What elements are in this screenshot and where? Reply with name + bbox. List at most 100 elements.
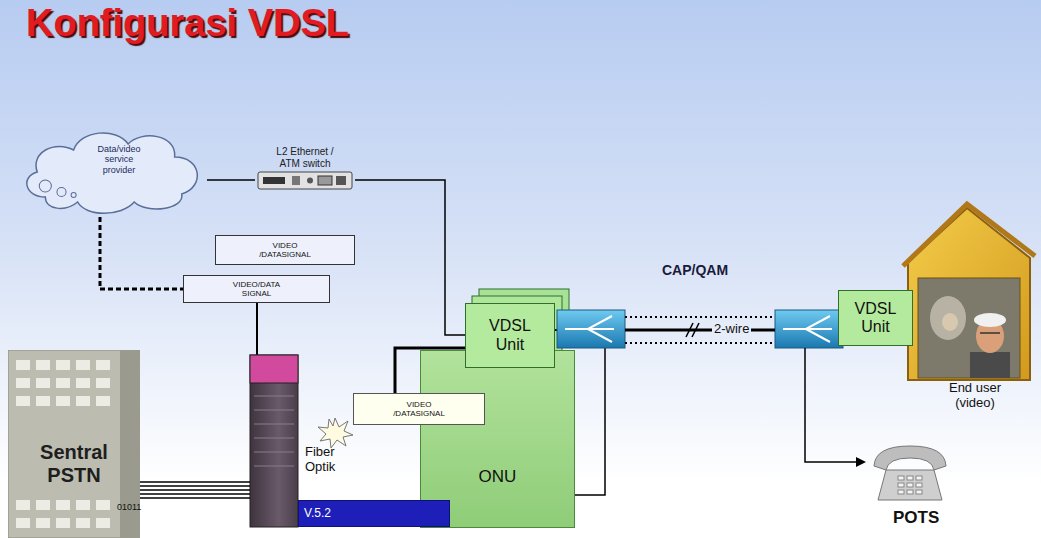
photo-figure [930,296,966,340]
building-window [76,500,90,510]
building-window [96,360,110,370]
onu-wire [575,348,605,495]
cloud-outline [27,133,198,213]
house-wall [908,208,1030,380]
node-text: VDSL Unit [850,300,902,337]
connector-line [100,217,183,289]
modulation-label: CAP/QAM [662,262,728,278]
building-window [16,360,30,370]
node-text: VDSL Unit [484,317,536,354]
data-line [140,493,250,495]
signal-wire [256,303,258,356]
link-label: Fiber Optik [305,445,357,475]
rack-slot [254,438,294,439]
building-window [96,500,110,510]
photo-figure [970,352,1010,378]
node-text: V.5.2 [304,507,331,521]
house-roof [903,204,1035,266]
spectrum-line [625,342,775,344]
data-line [140,489,250,491]
data-line [140,481,250,483]
spectrum-line [625,316,775,318]
telephone-icon [874,446,946,500]
switch-device [258,172,352,189]
cloud-bubble [39,180,51,192]
vdsl-unit-box: VDSL Unit [465,303,555,368]
splitter-symbol [557,310,625,348]
connector-line [207,179,255,181]
phone-key [898,476,904,480]
building-window [36,378,50,388]
building-window [96,396,110,406]
phone-key [916,476,922,480]
twisted-pair [625,329,775,332]
house-icon [903,204,1035,380]
node-text: ONU [479,467,517,487]
building-window [56,500,70,510]
rack-slot [254,466,294,467]
rack-equipment [250,355,298,527]
node-text: Data/video service provider [88,144,150,175]
phone-key [907,476,913,480]
rack-top [250,355,298,383]
building-window [16,518,30,528]
user-label: End user (video) [935,381,1015,411]
pots-label: POTS [893,508,939,528]
phone-key [916,490,922,494]
phone-key [907,483,913,487]
photo-figure [974,313,1006,327]
switch-port [263,177,285,184]
building-window [36,360,50,370]
building-window [16,396,30,406]
building-window [76,378,90,388]
wire-count-mark [686,323,693,337]
data-lines [140,482,250,498]
rack-body [250,355,298,527]
splitter-fork [783,316,832,342]
cloud-shape: Data/video service provider [15,122,207,217]
building-window [36,500,50,510]
photo-figure [980,332,1000,334]
switch-port [292,176,300,185]
building-window [16,500,30,510]
wire-label: 2-wire [712,322,751,337]
fiber-burst [318,418,353,448]
vdsl-unit-box: VDSL Unit [838,290,913,346]
building-window [56,518,70,528]
building-window [96,518,110,528]
phone-key [907,490,913,494]
switch-box: L2 Ethernet / ATM switch [255,145,355,193]
rack-slot [254,410,294,411]
node-text: L2 Ethernet / ATM switch [269,146,341,169]
building-window [36,396,50,406]
rack-slot [254,424,294,425]
building-window [76,396,90,406]
splitter-symbol [775,310,843,348]
building-window [76,518,90,528]
node-text: VIDEO /DATASIGNAL [387,400,451,418]
building-window [76,360,90,370]
switch-port [318,176,332,185]
rack-slot [254,396,294,397]
phone-key [898,483,904,487]
rack-slot [254,452,294,453]
phone-base [878,470,942,500]
photo-figure [942,313,958,331]
building-window [56,396,70,406]
building-window [56,378,70,388]
signal-box: VIDEO/DATA SIGNAL [183,275,330,303]
signal-box: VIDEO /DATASIGNAL [353,393,485,425]
building-window [96,378,110,388]
building-window [16,378,30,388]
pots-wire [805,348,857,462]
switch-body [258,172,352,189]
phone-handset [874,446,946,470]
splitter-body [775,310,843,348]
data-line [140,497,250,499]
diagram-title: Konfigurasi VDSL [26,2,349,45]
splitter-fork [565,316,614,342]
wire-count-mark [692,323,699,337]
node-text: VIDEO/DATA SIGNAL [227,280,287,298]
cloud-bubble [57,188,66,197]
